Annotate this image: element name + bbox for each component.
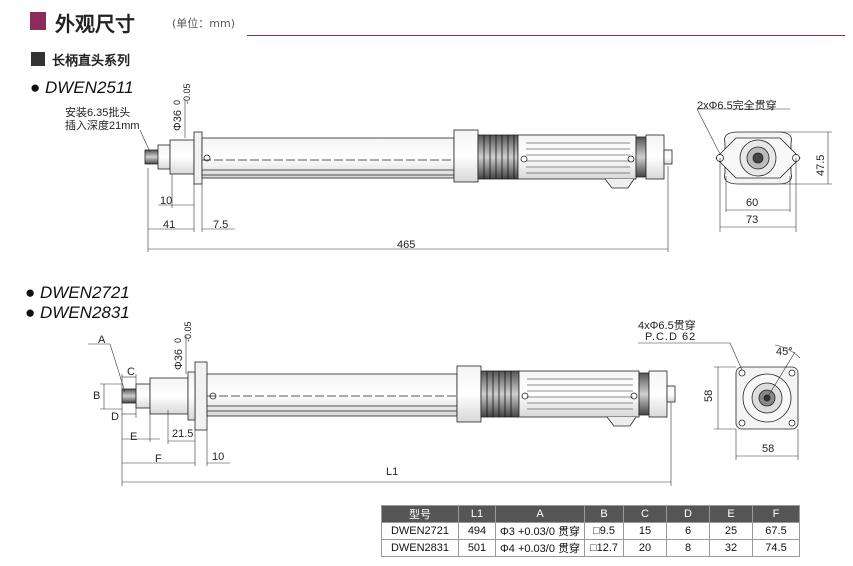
dim-label-e: E xyxy=(130,431,138,443)
table-cell: □12.7 xyxy=(584,539,625,557)
table-header-cell: A xyxy=(494,505,586,523)
tool-side-view-2 xyxy=(121,361,676,431)
section-title: 长柄直头系列 xyxy=(52,54,131,69)
end-view-2 xyxy=(638,342,801,460)
table-cell: □9.5 xyxy=(584,522,625,540)
model-dwen2831-title: ● DWEN2831 xyxy=(25,303,130,322)
table-cell: Φ3 +0.03/0 贯穿 xyxy=(494,522,586,540)
header-accent-bar xyxy=(30,12,46,30)
dim-465: 465 xyxy=(397,239,416,251)
table-cell: 67.5 xyxy=(752,522,801,540)
bit-note-line2: 插入深度21mm xyxy=(65,120,140,132)
pcd-label: P.C.D 62 xyxy=(645,331,697,343)
model-name: DWEN2831 xyxy=(40,303,130,322)
dim-10-m1: 10 xyxy=(160,195,173,207)
table-header-cell: B xyxy=(584,505,625,523)
dim-l1: L1 xyxy=(386,466,399,478)
table-cell: 494 xyxy=(458,522,496,540)
dim-label-c: C xyxy=(127,366,135,378)
dim-label-a: A xyxy=(98,334,106,346)
dim-7-5: 7.5 xyxy=(213,219,229,231)
model-name: DWEN2721 xyxy=(40,283,130,302)
table-cell: 32 xyxy=(709,539,754,557)
angle-label: 45° xyxy=(776,346,793,358)
page-title: 外观尺寸 xyxy=(55,12,135,36)
header-rule xyxy=(247,35,845,36)
dim-58-horizontal: 58 xyxy=(762,443,775,455)
dim-label-f: F xyxy=(155,453,162,465)
table-row: DWEN2721 494 Φ3 +0.03/0 贯穿 □9.5 15 6 25 … xyxy=(381,522,801,540)
dim-10-m2: 10 xyxy=(212,451,225,463)
end-view-1 xyxy=(696,108,832,232)
dim-21-5: 21.5 xyxy=(172,428,194,440)
model-dwen2511-title: ● DWEN2511 xyxy=(30,78,134,97)
bit-note-line1: 安装6.35批头 xyxy=(65,107,131,119)
dim-label-b: B xyxy=(93,390,101,402)
table-cell: 74.5 xyxy=(752,539,801,557)
spec-table: 型号 L1 A B C D E F DWEN2721 494 Φ3 +0.03/… xyxy=(381,505,801,557)
table-row: DWEN2831 501 Φ4 +0.03/0 贯穿 □12.7 20 8 32… xyxy=(381,539,801,557)
table-cell: 15 xyxy=(623,522,668,540)
unit-label: (单位：mm) xyxy=(172,17,236,30)
table-cell: DWEN2831 xyxy=(381,539,459,557)
table-header-cell: 型号 xyxy=(381,505,459,523)
table-header-row: 型号 L1 A B C D E F xyxy=(381,505,801,523)
dim-label-d: D xyxy=(111,411,119,423)
table-cell: 25 xyxy=(709,522,754,540)
section-marker xyxy=(31,52,45,66)
dim-73: 73 xyxy=(746,214,759,226)
table-header-cell: F xyxy=(752,505,801,523)
hole-label-m2: 4xΦ6.5贯穿 xyxy=(638,320,696,332)
table-cell: 8 xyxy=(666,539,711,557)
table-header-cell: E xyxy=(709,505,754,523)
tool-side-view-1 xyxy=(144,129,673,189)
dim-41: 41 xyxy=(163,219,176,231)
table-header-cell: D xyxy=(666,505,711,523)
table-cell: Φ4 +0.03/0 贯穿 xyxy=(494,539,586,557)
table-cell: 20 xyxy=(623,539,668,557)
dim-60: 60 xyxy=(746,197,759,209)
table-cell: 6 xyxy=(666,522,711,540)
table-cell: DWEN2721 xyxy=(381,522,459,540)
model-dwen2721-title: ● DWEN2721 xyxy=(25,283,130,302)
model-name: DWEN2511 xyxy=(45,78,134,97)
table-header-cell: L1 xyxy=(458,505,496,523)
table-header-cell: C xyxy=(623,505,668,523)
table-cell: 501 xyxy=(458,539,496,557)
